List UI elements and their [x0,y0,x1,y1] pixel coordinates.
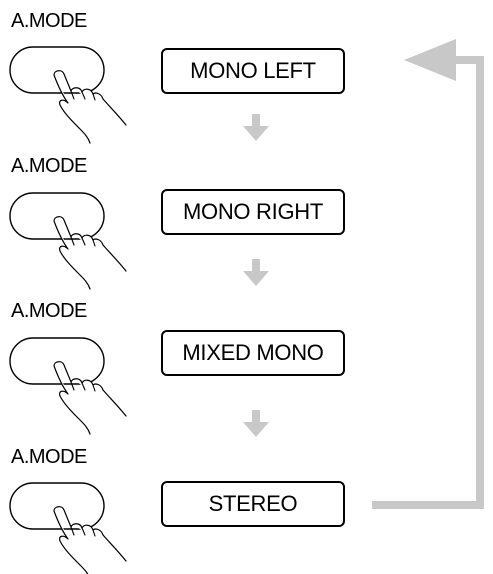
mode-box-stereo: STEREO [161,481,345,527]
down-arrow-icon [243,410,269,437]
mode-box-mono-right: MONO RIGHT [161,189,345,235]
mode-box-mono-left: MONO LEFT [161,48,345,94]
button-label-2: A.MODE [11,155,87,177]
down-arrow-icon [243,259,269,286]
button-label-3: A.MODE [11,300,87,322]
down-arrow-icon [243,114,269,141]
button-label-4: A.MODE [11,446,87,468]
loop-back-arrow [372,56,484,509]
hand-press-icon [9,337,127,435]
loop-back-arrowhead-icon [404,39,456,81]
mode-box-mixed-mono: MIXED MONO [161,330,345,376]
hand-press-icon [9,482,127,574]
button-label-1: A.MODE [11,10,87,32]
hand-press-icon [9,192,127,290]
hand-press-icon [9,46,127,144]
